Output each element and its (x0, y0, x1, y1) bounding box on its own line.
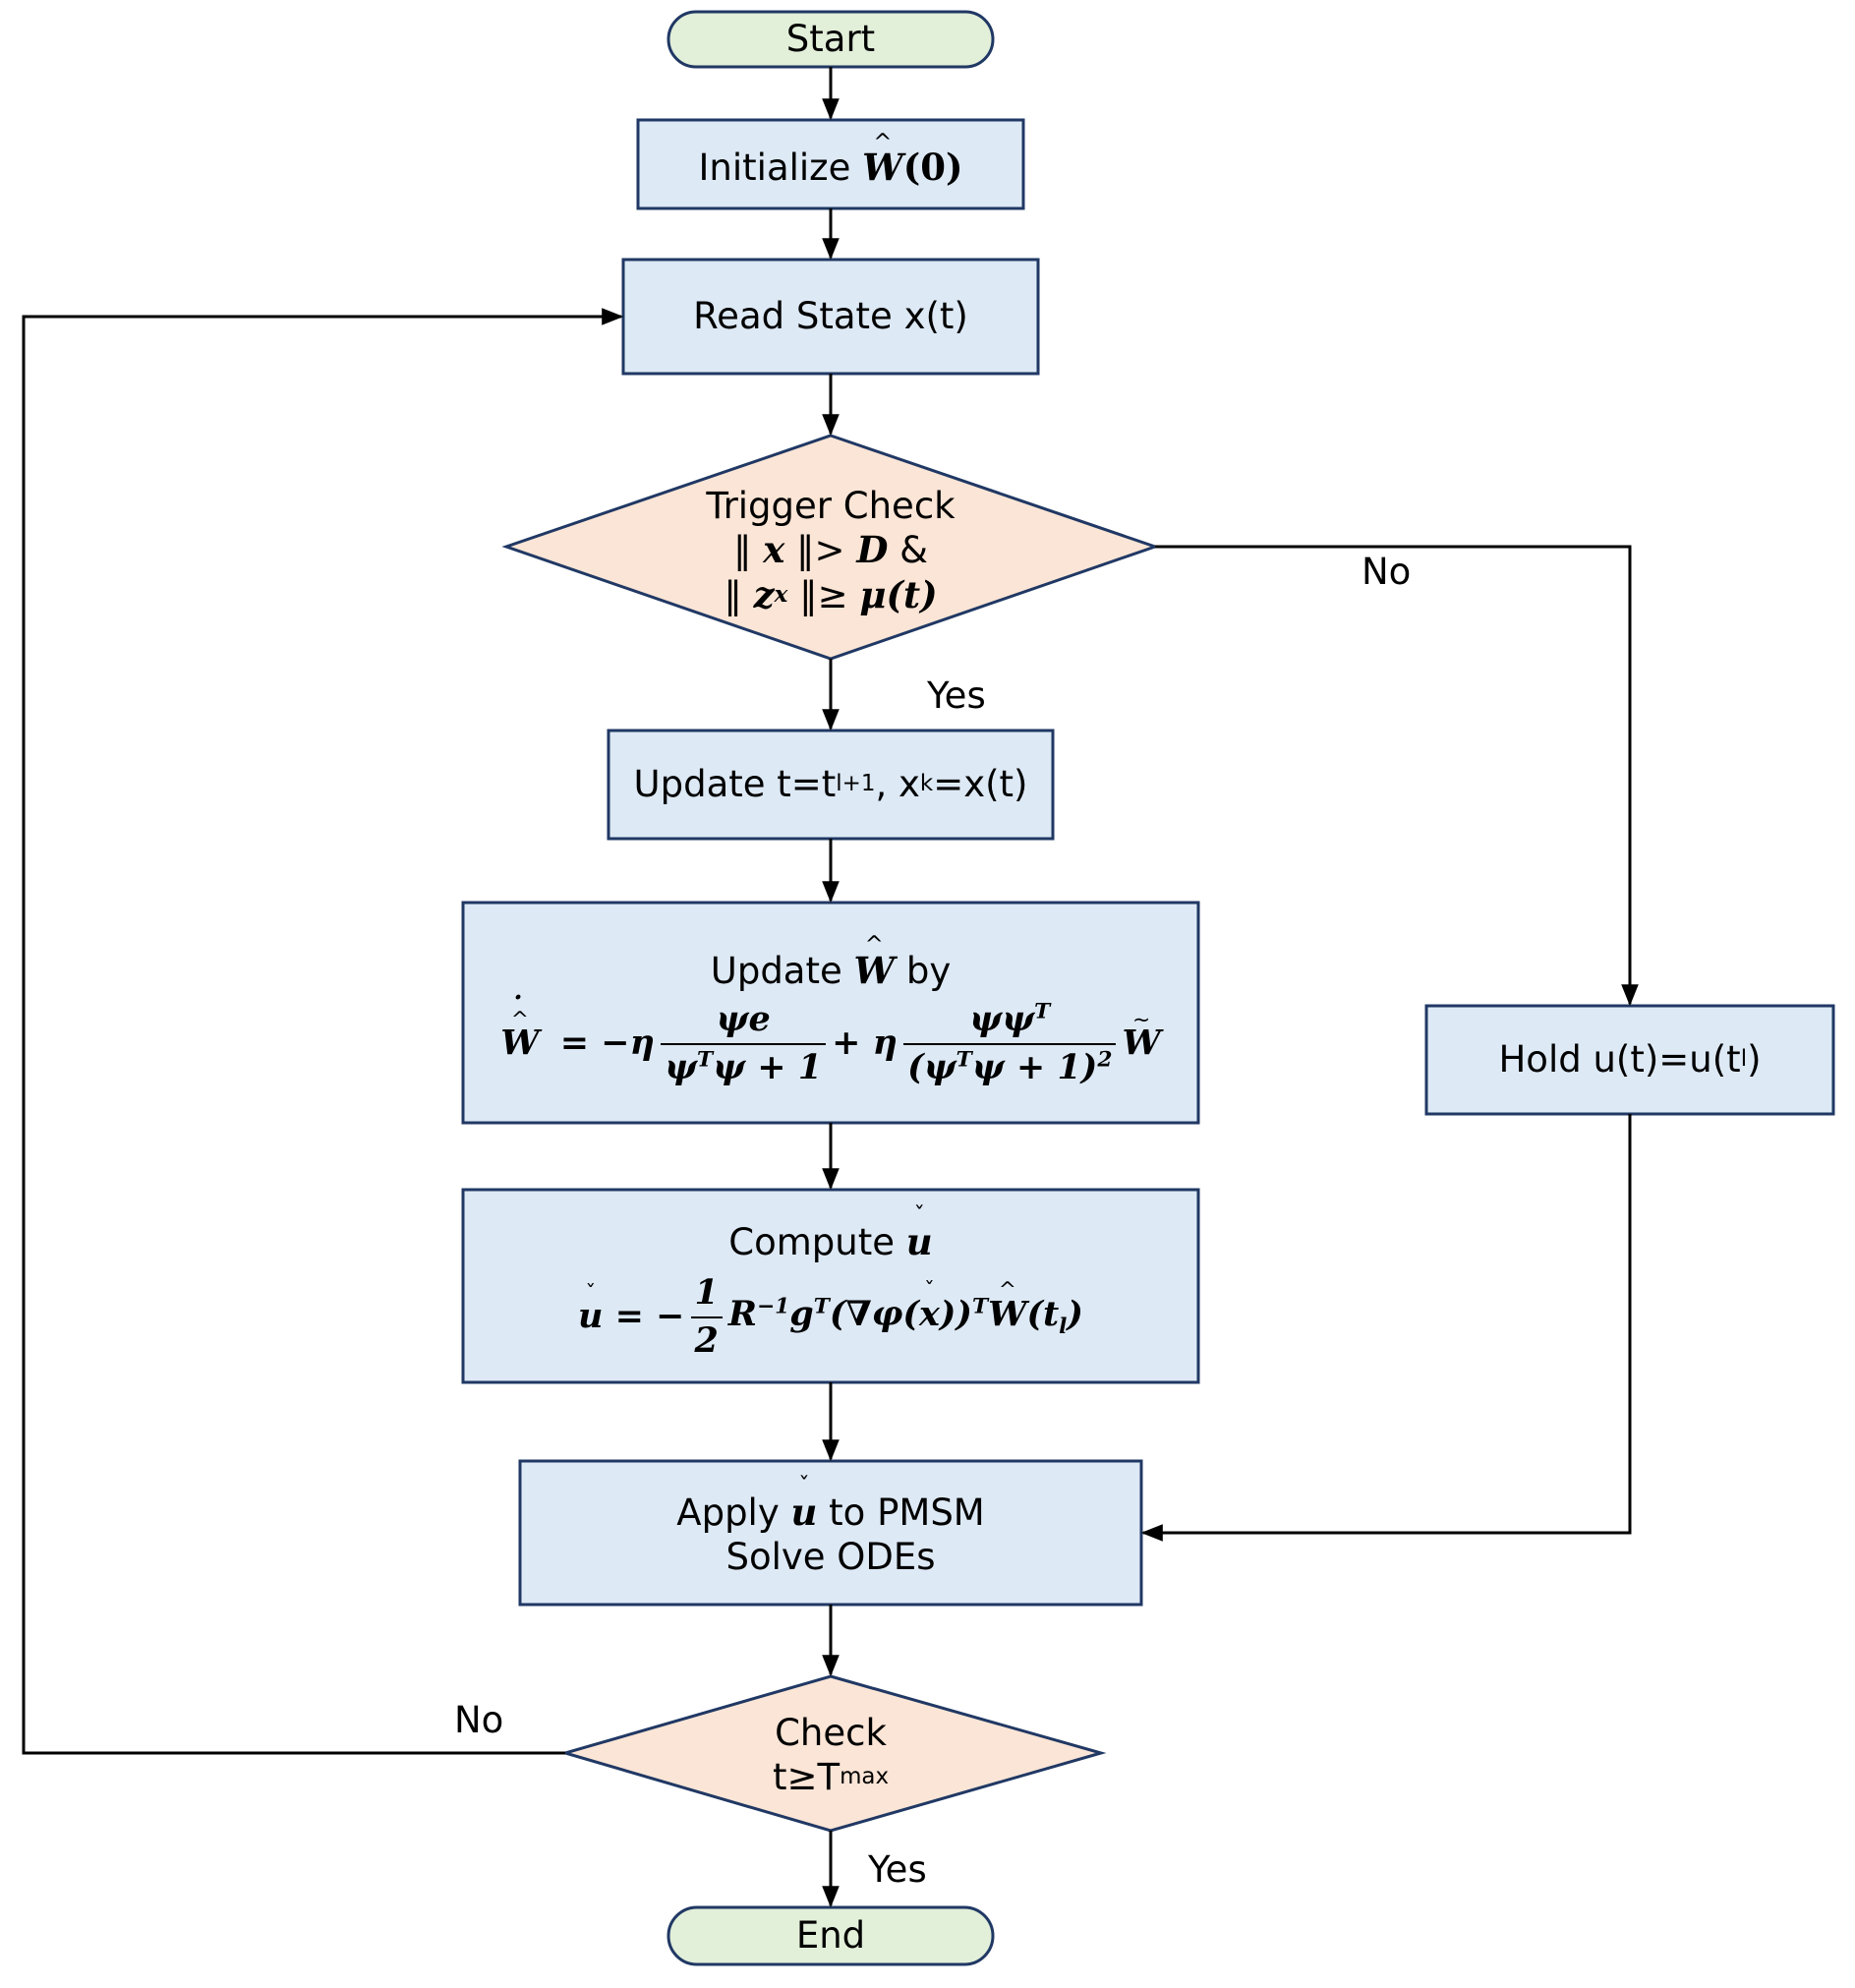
check-yes-label: Yes (868, 1848, 927, 1891)
compute-label: Compute u u = − 12 R−1gT(∇φ(x))TW(tl) (463, 1203, 1198, 1377)
trigger-condition-1: ‖ x ‖> D & (732, 528, 929, 572)
start-label: Start (785, 18, 876, 61)
trigger-yes-label: Yes (927, 674, 986, 717)
init-label: Initialize W (0) (638, 128, 1023, 208)
control-law-equation: u = − 12 R−1gT(∇φ(x))TW(tl) (578, 1272, 1083, 1362)
edge-hold-apply (1140, 1114, 1632, 1542)
edge-check-no (22, 308, 624, 1755)
read-state-label: Read State x(t) (693, 295, 968, 338)
end-label: End (795, 1914, 866, 1958)
hold-box (1424, 1004, 1835, 1116)
edge-trigger-no (1155, 545, 1639, 1007)
trigger-no-label: No (1362, 551, 1412, 593)
trigger-title: Trigger Check (706, 485, 956, 528)
check-no-label: No (454, 1699, 504, 1741)
init-box (636, 118, 1025, 210)
w-hat-symbol: W (862, 130, 903, 190)
apply-label: Apply u to PMSM Solve ODEs (520, 1465, 1141, 1605)
